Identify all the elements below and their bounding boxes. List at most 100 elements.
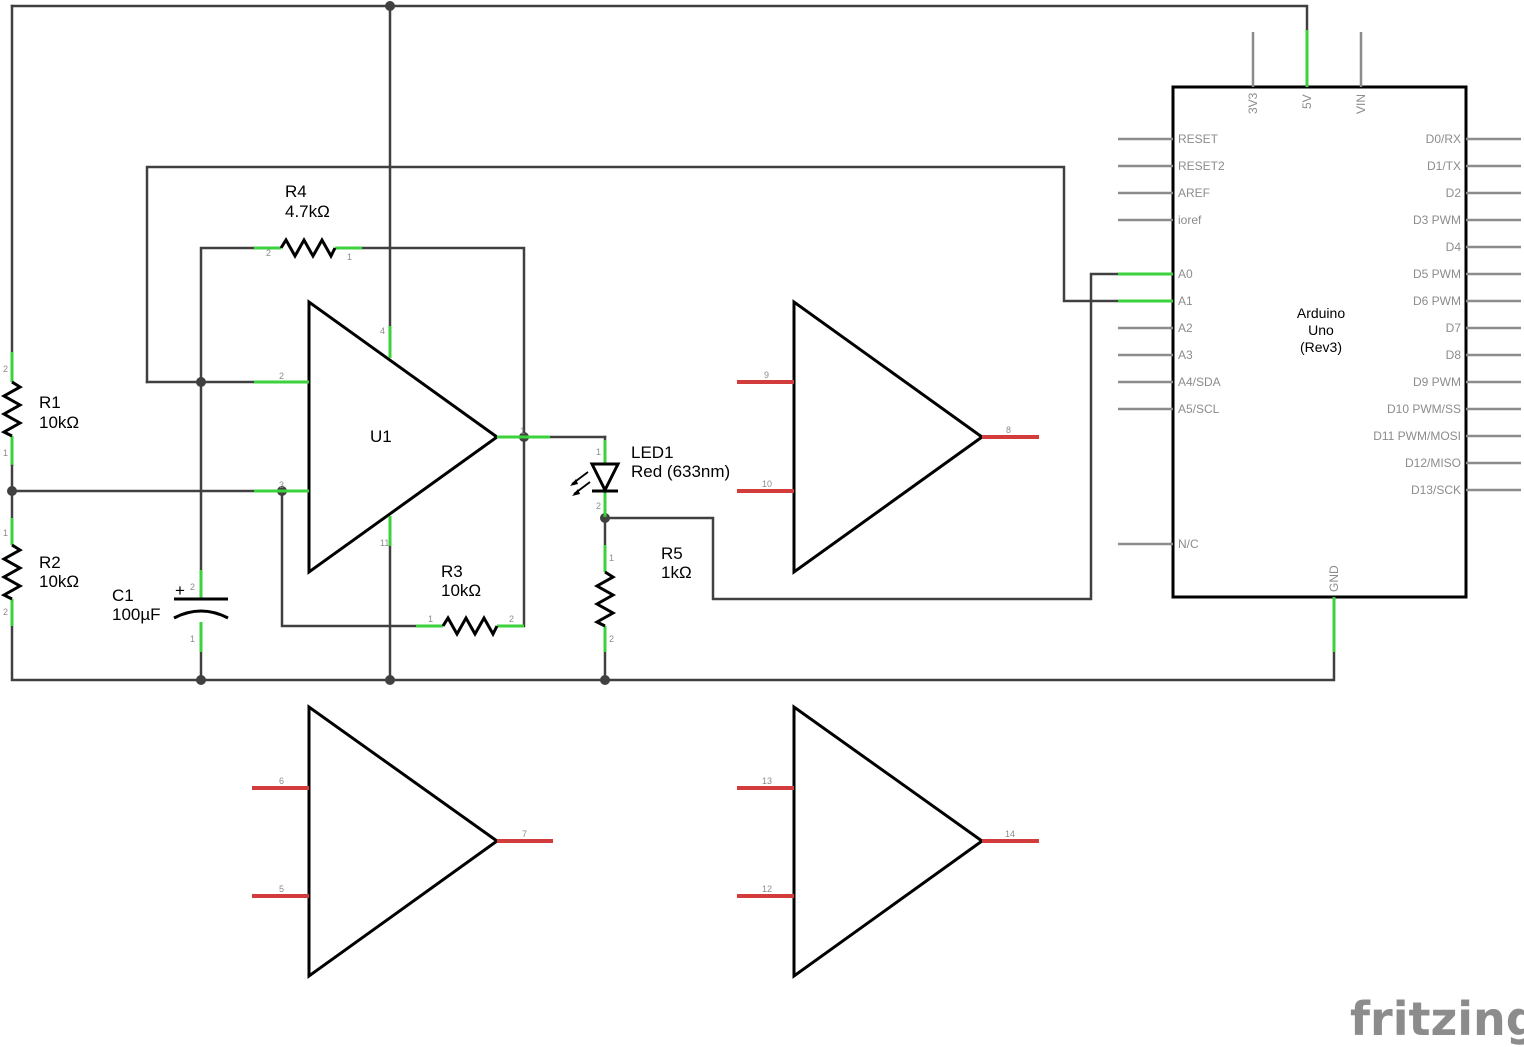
- r5-pin-bottom: 2: [609, 634, 614, 644]
- arduino-pin-label: A2: [1178, 321, 1193, 335]
- led1-pin-bottom: 2: [596, 501, 601, 511]
- capacitor-c1[interactable]: + 2 1 C1 100µF: [112, 570, 229, 652]
- arduino-pin-label: D11 PWM/MOSI: [1373, 429, 1461, 443]
- opamp-c-pin-in-top: 6: [279, 776, 284, 786]
- u1-pin-in-minus: 2: [279, 371, 284, 381]
- r4-ref: R4: [285, 182, 307, 201]
- c1-pin-bottom: 1: [190, 634, 195, 644]
- resistor-r5[interactable]: 1 2 R5 1kΩ: [593, 516, 692, 652]
- r3-pin-right: 2: [509, 614, 514, 624]
- opamp-triangle: [792, 299, 985, 575]
- arduino-pin-label: A3: [1178, 348, 1193, 362]
- arduino-pin-vin: VIN: [1354, 94, 1368, 114]
- arduino-pin-label: D8: [1446, 348, 1462, 362]
- arduino-pin-label: N/C: [1178, 537, 1199, 551]
- arduino-pin-label: AREF: [1178, 186, 1210, 200]
- arduino-body: [1171, 85, 1468, 599]
- opamp-unit-d[interactable]: 13 12 14: [737, 704, 1039, 979]
- u1-pin-in-plus: 3: [279, 480, 284, 490]
- resistor-r2[interactable]: 1 2 R2 10kΩ: [0, 489, 79, 626]
- arduino-uno[interactable]: 3V3 5V VIN GND RESET RESET2 AREF ioref A…: [1118, 30, 1521, 652]
- opamp-d-pin-in-top: 13: [762, 776, 772, 786]
- wire-r3-left: [280, 489, 418, 628]
- capacitor-curved-plate: [173, 609, 229, 620]
- wire-r4-left: [199, 246, 256, 384]
- arduino-pin-3v3: 3V3: [1246, 92, 1260, 114]
- resistor-r3[interactable]: 1 2 R3 10kΩ: [416, 562, 524, 638]
- arduino-left-pins: RESET RESET2 AREF ioref A0 A1 A2 A3 A4/S…: [1118, 132, 1225, 551]
- opamp-u1[interactable]: 2 3 4 11 1 U1: [254, 299, 550, 575]
- arduino-right-pins: D0/RX D1/TX D2 D3 PWM D4 D5 PWM D6 PWM D…: [1373, 132, 1521, 497]
- resistor-r1[interactable]: 2 1 R1 10kΩ: [0, 352, 79, 493]
- arduino-pin-label: D5 PWM: [1413, 267, 1461, 281]
- opamp-unit-b[interactable]: 9 10 8: [737, 299, 1039, 575]
- junction-dot: [385, 675, 395, 685]
- r1-pin-top: 2: [3, 364, 8, 374]
- led1-pin-top: 1: [596, 447, 601, 457]
- c1-value: 100µF: [112, 605, 161, 624]
- r4-pin-left: 2: [266, 248, 271, 258]
- opamp-b-pin-in-top: 9: [764, 370, 769, 380]
- led-led1[interactable]: 1 2 LED1 Red (633nm): [570, 435, 730, 518]
- opamp-b-pin-in-bottom: 10: [762, 479, 772, 489]
- arduino-pin-label: A1: [1178, 294, 1193, 308]
- arduino-pin-label: D4: [1446, 240, 1462, 254]
- wire-vminus-to-a1: [145, 165, 1120, 384]
- light-emission-icon: [570, 471, 591, 496]
- opamp-d-pin-out: 14: [1005, 829, 1015, 839]
- r4-value: 4.7kΩ: [285, 202, 330, 221]
- r2-ref: R2: [39, 553, 61, 572]
- junctions: [7, 1, 610, 685]
- fritzing-logo: fritzing: [1350, 992, 1524, 1046]
- resistor-r4[interactable]: 2 1 R4 4.7kΩ: [254, 182, 362, 262]
- u1-ref: U1: [370, 427, 392, 446]
- r1-value: 10kΩ: [39, 413, 79, 432]
- arduino-pin-label: RESET2: [1178, 159, 1225, 173]
- junction-dot: [196, 377, 206, 387]
- c1-pin-top: 2: [190, 582, 195, 592]
- arduino-pin-label: D7: [1446, 321, 1462, 335]
- opamp-triangle: [307, 299, 500, 575]
- arduino-pin-gnd: GND: [1327, 565, 1341, 592]
- junction-dot: [600, 675, 610, 685]
- junction-dot: [385, 1, 395, 11]
- opamp-c-pin-out: 7: [522, 829, 527, 839]
- junction-dot: [196, 675, 206, 685]
- arduino-pin-label: D1/TX: [1427, 159, 1461, 173]
- r3-ref: R3: [441, 562, 463, 581]
- r5-pin-top: 1: [609, 553, 614, 563]
- opamp-unit-c[interactable]: 6 5 7: [252, 704, 553, 979]
- arduino-pin-label: D9 PWM: [1413, 375, 1461, 389]
- wire-led-to-a0: [603, 272, 1120, 601]
- opamp-c-pin-in-bottom: 5: [279, 884, 284, 894]
- resistor-zigzag: [0, 543, 24, 601]
- c1-plus: +: [175, 581, 185, 600]
- arduino-pin-label: A0: [1178, 267, 1193, 281]
- r5-ref: R5: [661, 544, 683, 563]
- r1-ref: R1: [39, 393, 61, 412]
- arduino-name-line2: Uno: [1308, 322, 1334, 338]
- r3-value: 10kΩ: [441, 581, 481, 600]
- arduino-pin-label: D2: [1446, 186, 1462, 200]
- led1-value: Red (633nm): [631, 462, 730, 481]
- wire-5v-rail: [10, 4, 1309, 32]
- diode-triangle: [589, 462, 621, 494]
- resistor-zigzag: [0, 380, 24, 438]
- wire-r4-right: [360, 246, 526, 439]
- arduino-pin-label: D10 PWM/SS: [1387, 402, 1461, 416]
- r4-pin-right: 1: [347, 252, 352, 262]
- r3-pin-left: 1: [428, 614, 433, 624]
- r2-pin-bottom: 2: [3, 607, 8, 617]
- arduino-pin-label: A5/SCL: [1178, 402, 1220, 416]
- u1-pin-gnd: 11: [380, 538, 389, 548]
- arduino-pin-label: D3 PWM: [1413, 213, 1461, 227]
- r2-value: 10kΩ: [39, 572, 79, 591]
- r5-value: 1kΩ: [661, 563, 692, 582]
- arduino-pin-label: ioref: [1178, 213, 1202, 227]
- wires: [10, 4, 1336, 682]
- opamp-d-pin-in-bottom: 12: [762, 884, 772, 894]
- arduino-pin-5v: 5V: [1300, 94, 1314, 109]
- arduino-pin-label: D13/SCK: [1411, 483, 1461, 497]
- resistor-zigzag: [593, 570, 617, 628]
